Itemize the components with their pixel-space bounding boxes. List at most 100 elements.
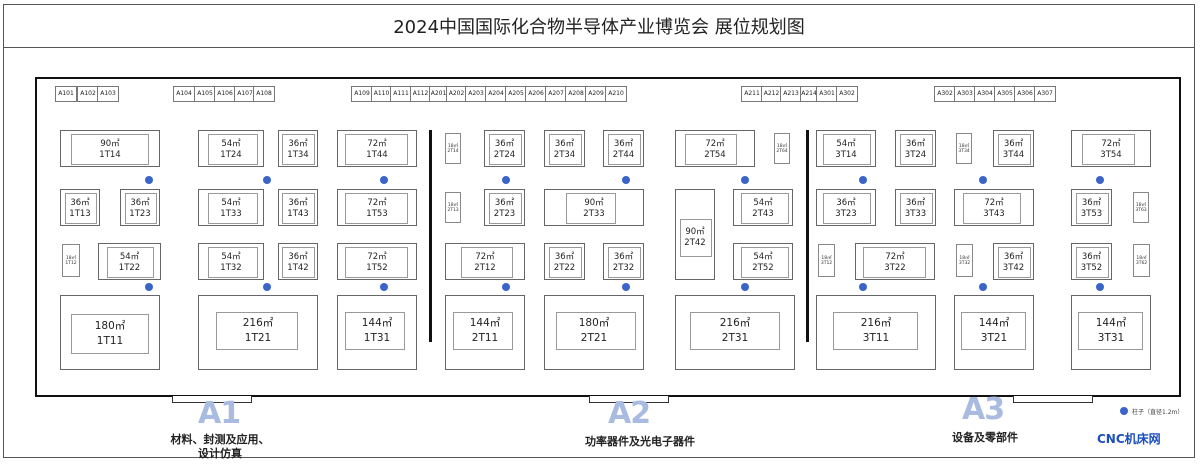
booth-inner-outline [690, 312, 780, 350]
booth-inner-outline [741, 247, 789, 278]
booth-area: 36㎡ [905, 138, 926, 149]
booth-code: 1T13 [69, 208, 91, 219]
mini-booth-code: 2T14 [447, 148, 459, 154]
booth-code: 3T43 [983, 208, 1005, 219]
small-booth: A109 [351, 86, 373, 102]
booth-area: 216㎡ [242, 317, 274, 329]
booth-code: 2T12 [474, 262, 496, 273]
pillar-dot [859, 176, 867, 184]
small-booth: A307 [1034, 86, 1056, 102]
booth-code: 3T23 [835, 208, 857, 219]
small-booth: A305 [994, 86, 1016, 102]
booth-inner-outline [489, 134, 522, 165]
booth-inner-outline [345, 134, 408, 165]
booth-area: 36㎡ [288, 138, 308, 149]
small-booth: A207 [545, 86, 567, 102]
small-booth: A213 [780, 86, 802, 102]
pillar-dot [741, 176, 749, 184]
small-booth: A302 [836, 86, 858, 102]
small-booth: A306 [1014, 86, 1036, 102]
booth-inner-outline [282, 134, 315, 165]
mini-booth-code: 2T64 [776, 148, 788, 154]
booth-area: 54㎡ [221, 138, 241, 149]
pillar-dot [145, 176, 153, 184]
booth-inner-outline [556, 312, 636, 350]
booth-code: 3T21 [980, 332, 1008, 344]
mini-booth-area: 18㎡ [65, 255, 77, 261]
page-title: 2024中国国际化合物半导体产业博览会 展位规划图 [3, 4, 1195, 48]
booth-code: 1T22 [118, 262, 141, 273]
booth-area: 72㎡ [367, 138, 387, 149]
booth-code: 3T22 [884, 262, 906, 273]
booth-inner-outline [900, 134, 933, 165]
booth-code: 2T22 [553, 262, 576, 273]
booth-label: 180㎡ 2T21 [545, 316, 643, 346]
booth-inner-outline [282, 247, 315, 278]
booth-area: 36㎡ [613, 138, 634, 149]
booth-code: 1T32 [220, 262, 242, 273]
booth-code: 2T21 [580, 332, 608, 344]
booth-inner-outline [900, 193, 933, 224]
hall-name-a3: 设备及零部件 [952, 431, 1018, 444]
hall-letter-a2: A2 [608, 396, 651, 431]
booth-area: 144㎡ [361, 317, 393, 329]
booth-inner-outline [1078, 312, 1143, 350]
booth-area: 72㎡ [367, 197, 387, 208]
small-booth: A209 [585, 86, 607, 102]
mini-booth-area: 18㎡ [821, 255, 832, 261]
booth-code: 2T11 [471, 332, 499, 344]
booth-code: 2T52 [752, 262, 774, 273]
booth-code: 2T24 [493, 149, 516, 160]
hall-name-a1: 材料、封测及应用、 设计仿真 [150, 433, 290, 461]
mini-booth-code: 3T63 [1135, 207, 1147, 213]
pillar-dot [1096, 176, 1104, 184]
booth-inner-outline [685, 134, 737, 165]
small-booth: A211 [741, 86, 763, 102]
booth-code: 1T42 [287, 262, 309, 273]
booth-code: 1T43 [287, 208, 309, 219]
pillar-dot [979, 176, 987, 184]
booth-area: 72㎡ [1101, 138, 1121, 149]
booth-area: 36㎡ [1081, 251, 1102, 262]
mini-booth-code: 3T12 [820, 260, 833, 266]
booth-area: 36㎡ [70, 197, 90, 208]
small-booth: A205 [505, 86, 527, 102]
booth-area: 36㎡ [554, 251, 575, 262]
mini-booth-area: 18㎡ [447, 202, 459, 208]
pillar-dot [502, 283, 510, 291]
mini-booth-area: 18㎡ [1136, 255, 1147, 261]
mini-booth-area: 18㎡ [958, 143, 970, 149]
booth-code: 2T44 [612, 149, 635, 160]
booth-code: 3T54 [1100, 149, 1122, 160]
booth-area: 180㎡ [578, 317, 610, 329]
